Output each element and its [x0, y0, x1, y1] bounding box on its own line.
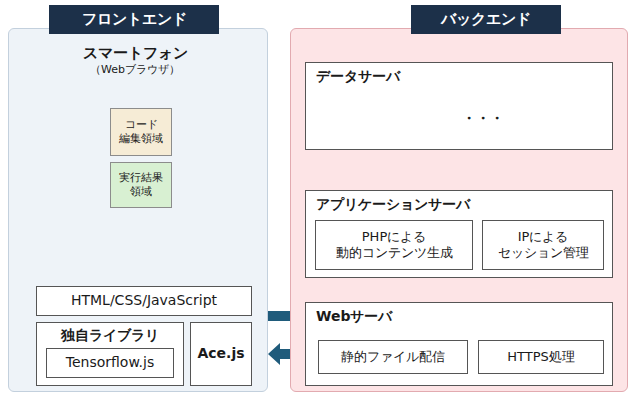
function-box: PHPによる 動的コンテンツ生成	[315, 220, 473, 270]
box-label: HTML/CSS/JavaScript	[71, 292, 217, 310]
server-box: Webサーバ静的ファイル配信 HTTPS処理	[305, 302, 613, 386]
box-label: Ace.js	[197, 345, 244, 363]
box-subtitle: （Webブラウザ）	[62, 63, 208, 77]
box-label: Tensorflow.js	[66, 354, 154, 372]
box-heading: データサーバ	[316, 68, 602, 86]
library-box: Ace.js	[190, 322, 252, 386]
box-label: 静的ファイル配信	[341, 349, 445, 365]
box-label: IPによる セッション管理	[488, 229, 598, 262]
panel-heading: バックエンド	[411, 5, 561, 34]
server-box: データサーバ	[305, 62, 613, 150]
box-heading: アプリケーションサーバ	[316, 196, 602, 214]
box-label: コード 編集領域	[116, 118, 166, 146]
result-area: 実行結果 領域	[110, 162, 172, 208]
box-label: 実行結果 領域	[116, 171, 166, 199]
backend-panel: バックエンドデータサーバアプリケーションサーバPHPによる 動的コンテンツ生成I…	[290, 28, 628, 392]
tech-box: HTML/CSS/JavaScript	[36, 286, 252, 316]
box-heading: 独自ライブラリ	[41, 327, 179, 345]
box-label: HTTPS処理	[507, 349, 575, 365]
panel-heading: フロントエンド	[49, 5, 219, 34]
server-box: アプリケーションサーバ PHPによる 動的コンテンツ生成 IPによる セッション管理	[305, 190, 613, 278]
library-item: Tensorflow.js	[46, 348, 174, 378]
ellipsis-mark: ・・・	[462, 110, 504, 128]
function-box: 静的ファイル配信	[318, 340, 468, 374]
box-heading: Webサーバ	[316, 308, 602, 326]
box-label: PHPによる 動的コンテンツ生成	[321, 229, 467, 262]
box-heading: スマートフォン	[62, 44, 208, 63]
code-area: コード 編集領域	[110, 108, 172, 156]
frontend-panel: フロントエンドスマートフォン（Webブラウザ）コード 編集領域実行結果 領域HT…	[8, 28, 268, 392]
function-box: HTTPS処理	[478, 340, 604, 374]
library-box: 独自ライブラリ Tensorflow.js	[36, 322, 184, 386]
smartphone: スマートフォン（Webブラウザ） コード 編集領域実行結果 領域	[62, 44, 208, 280]
function-box: IPによる セッション管理	[482, 220, 604, 270]
